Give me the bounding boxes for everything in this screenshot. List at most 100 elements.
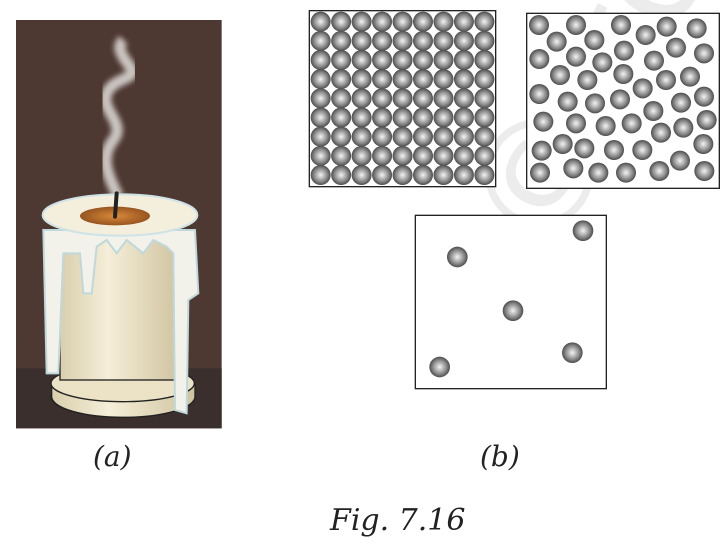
liquid-particle — [632, 78, 653, 99]
liquid-particle — [649, 161, 670, 181]
liquid-particle — [644, 50, 664, 71]
liquid-particles — [529, 15, 717, 183]
solid-particle — [351, 145, 372, 166]
liquid-particle — [670, 150, 690, 171]
liquid-particle — [694, 161, 715, 181]
solid-particle — [331, 107, 352, 128]
solid-particle — [331, 145, 352, 166]
solid-particle — [351, 50, 372, 70]
liquid-particle — [613, 64, 634, 84]
gas-particle — [429, 356, 450, 378]
liquid-particle — [616, 162, 636, 183]
gas-particle — [572, 220, 594, 241]
liquid-particle — [696, 110, 717, 130]
particle-arrangement-diagram — [308, 9, 720, 390]
solid-particle — [433, 126, 454, 147]
solid-particle — [433, 11, 454, 32]
liquid-particle — [585, 93, 605, 114]
liquid-particle — [694, 86, 714, 107]
solid-particle — [392, 107, 413, 128]
wax-drips — [42, 229, 200, 415]
solid-particle — [413, 11, 433, 32]
liquid-particle — [621, 113, 642, 134]
figure-caption: Fig. 7.16 — [330, 503, 466, 538]
solid-particle — [310, 165, 331, 185]
solid-particle — [310, 69, 331, 90]
liquid-particle — [550, 65, 570, 85]
wick — [113, 191, 119, 219]
liquid-particle — [529, 15, 549, 35]
solid-particle — [433, 88, 454, 109]
liquid-particle — [566, 46, 586, 67]
solid-particle — [331, 30, 352, 51]
solid-particle — [474, 145, 495, 166]
solid-particle — [474, 69, 495, 90]
solid-particle — [453, 126, 474, 147]
solid-particle — [351, 88, 372, 109]
solid-particle — [433, 165, 454, 185]
solid-particle — [474, 11, 495, 32]
liquid-particle — [577, 70, 598, 90]
solid-particle — [372, 50, 393, 70]
liquid-particle — [557, 91, 578, 112]
liquid-particle — [693, 134, 714, 154]
gas-particles — [429, 220, 594, 378]
solid-particles — [310, 11, 495, 185]
liquid-particle — [529, 84, 550, 104]
solid-particle — [413, 145, 433, 166]
gas-particle — [562, 342, 583, 363]
liquid-particle — [566, 113, 586, 134]
solid-particle — [413, 50, 433, 70]
solid-particle — [433, 50, 454, 70]
liquid-particle — [529, 49, 550, 69]
solid-particle — [351, 69, 372, 90]
solid-particle — [413, 88, 433, 109]
candle-illustration — [16, 20, 222, 429]
solid-particle — [453, 145, 474, 166]
solid-particle — [433, 30, 454, 51]
solid-particle — [453, 50, 474, 70]
solid-particle — [331, 50, 352, 70]
solid-particle — [392, 88, 413, 109]
solid-particle — [453, 69, 474, 90]
solid-particle — [453, 165, 474, 185]
solid-particle — [433, 69, 454, 90]
liquid-particle — [533, 111, 554, 132]
solid-particle — [392, 30, 413, 51]
liquid-particle — [588, 162, 609, 183]
liquid-particle — [656, 16, 677, 37]
solid-particle — [351, 107, 372, 128]
solid-particle — [453, 107, 474, 128]
solid-particle — [474, 165, 495, 185]
liquid-particle — [656, 70, 676, 90]
liquid-particle — [531, 140, 552, 161]
solid-particle — [331, 126, 352, 147]
solid-particle — [453, 11, 474, 32]
solid-particle — [310, 126, 331, 147]
liquid-particle — [552, 134, 573, 154]
solid-particle — [310, 145, 331, 166]
solid-particle — [351, 165, 372, 185]
label-a: (a) — [93, 440, 132, 473]
liquid-particle — [666, 37, 686, 58]
liquid-particle — [686, 18, 707, 39]
liquid-particle — [643, 101, 664, 121]
solid-particle — [351, 126, 372, 147]
solid-particle — [413, 69, 433, 90]
liquid-particle — [680, 66, 700, 87]
solid-particle — [331, 165, 352, 185]
solid-particle — [433, 145, 454, 166]
solid-particle — [474, 107, 495, 128]
liquid-particle — [671, 92, 691, 113]
solid-particle — [372, 165, 393, 185]
solid-particle — [413, 30, 433, 51]
solid-particle — [372, 30, 393, 51]
solid-particle — [474, 50, 495, 70]
solid-particle — [433, 107, 454, 128]
solid-particle — [372, 69, 393, 90]
solid-particle — [310, 11, 331, 32]
solid-particle — [392, 145, 413, 166]
liquid-particle — [563, 158, 584, 179]
solid-particle — [372, 145, 393, 166]
liquid-particle — [635, 25, 656, 45]
